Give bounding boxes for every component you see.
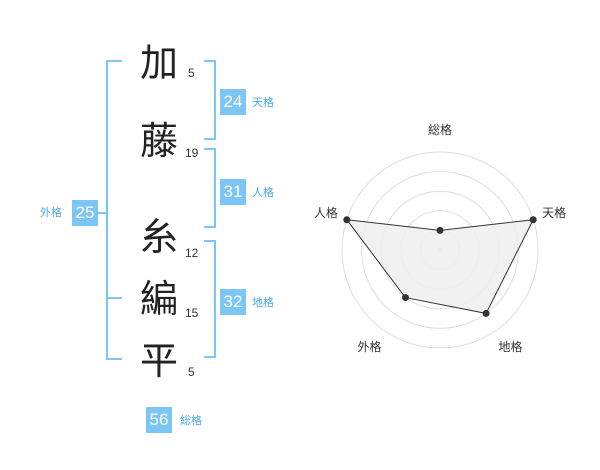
- stroke-count-5: 5: [188, 365, 195, 379]
- radar-axis-label-1: 天格: [542, 205, 566, 220]
- radar-point-0: [436, 226, 444, 234]
- jinkaku-label: 人格: [252, 186, 274, 199]
- gaikaku-label: 外格: [40, 206, 62, 219]
- gaikaku-value: 25: [72, 200, 98, 226]
- radar-axis-label-4: 人格: [314, 205, 338, 220]
- name-char-2: 藤: [140, 119, 179, 163]
- name-char-4: 編: [140, 277, 179, 321]
- soukaku-label: 総格: [180, 414, 202, 427]
- jinkaku-value: 31: [220, 179, 246, 205]
- radar-point-3: [401, 294, 409, 302]
- stroke-count-1: 5: [188, 66, 195, 80]
- tenkaku-label: 天格: [252, 96, 274, 109]
- radar-point-2: [482, 309, 490, 317]
- radar-axis-label-0: 総格: [428, 122, 452, 137]
- chikaku-label: 地格: [252, 296, 274, 309]
- radar-point-4: [343, 216, 351, 224]
- soukaku-value: 56: [146, 407, 172, 433]
- chikaku-value: 32: [220, 289, 246, 315]
- radar-point-1: [529, 216, 537, 224]
- radar-area: [345, 219, 535, 314]
- radar-axis-label-3: 外格: [357, 339, 381, 354]
- name-char-1: 加: [140, 41, 179, 85]
- name-char-3: 糸: [140, 215, 179, 259]
- name-char-5: 平: [140, 339, 179, 383]
- radar-series: [343, 216, 537, 317]
- stroke-count-3: 12: [185, 246, 199, 260]
- stroke-count-4: 15: [185, 306, 199, 320]
- radar-ring: [341, 151, 539, 349]
- tenkaku-value: 24: [220, 89, 246, 115]
- stroke-count-2: 19: [185, 146, 199, 160]
- radar-axis-label-2: 地格: [498, 339, 522, 354]
